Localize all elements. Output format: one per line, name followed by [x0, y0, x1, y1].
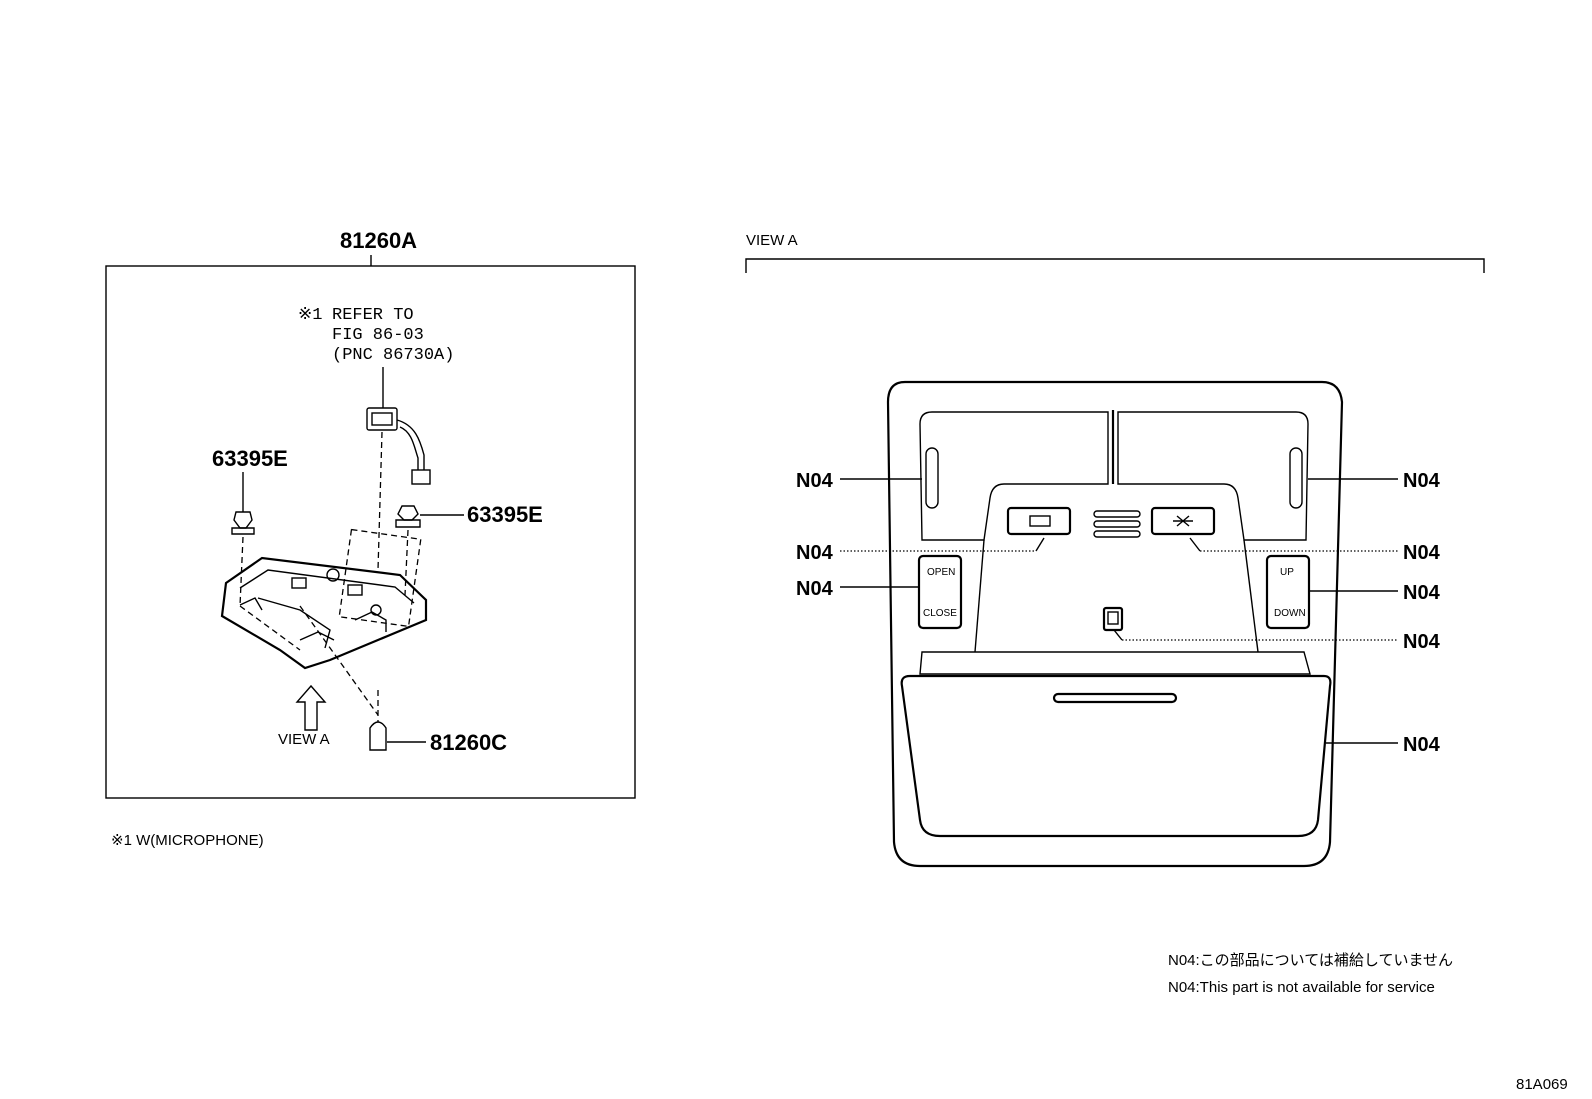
sunglasses-holder[interactable]	[900, 674, 1332, 838]
refer-line-2: FIG 86-03	[332, 326, 424, 345]
assembly-frame	[105, 265, 636, 799]
left-assembly-panel: 81260A ※1 REFER TO FIG 86-03 (PNC 86730A…	[105, 228, 636, 799]
lens-slot-left	[925, 447, 939, 509]
clip-label-right: 63395E	[467, 502, 543, 527]
lens-slot-right	[1289, 447, 1303, 509]
microphone-grille	[1093, 510, 1141, 538]
callout-n04-lens-left: N04	[796, 470, 834, 492]
note-english: N04:This part is not available for servi…	[1168, 979, 1435, 996]
lens-left	[919, 411, 1109, 541]
door-switch-button[interactable]	[1006, 506, 1072, 536]
open-label: OPEN	[927, 567, 955, 578]
footnote: ※1 W(MICROPHONE)	[111, 832, 264, 849]
holder-top-edge	[919, 651, 1311, 675]
small-switch[interactable]	[1102, 606, 1124, 632]
callout-n04-door-switch: N04	[796, 542, 834, 564]
callout-n04-small-switch: N04	[1403, 631, 1441, 653]
down-label: DOWN	[1274, 608, 1306, 619]
microphone-connector-drawing	[366, 367, 431, 571]
view-arrow-icon	[295, 684, 327, 731]
room-lamp-switch-button[interactable]	[1150, 506, 1216, 536]
console-outline	[886, 380, 1344, 868]
sunroof-tilt-up-down-switch[interactable]	[1265, 554, 1311, 630]
map-lamp-housing-drawing	[220, 528, 428, 716]
callout-n04-up-down: N04	[1403, 582, 1441, 604]
figure-code: 81A069	[1516, 1076, 1568, 1093]
view-a-label: VIEW A	[278, 731, 330, 748]
callout-n04-holder: N04	[1403, 734, 1441, 756]
up-label: UP	[1280, 567, 1294, 578]
close-label: CLOSE	[923, 608, 957, 619]
door-icon	[1029, 515, 1051, 527]
bulb-drawing	[369, 690, 426, 751]
refer-line-1: REFER TO	[332, 306, 414, 325]
sunroof-open-close-switch[interactable]	[917, 554, 963, 630]
holder-pull-grip	[1052, 692, 1178, 704]
view-a-panel: VIEW A OPEN CLOSE UP DOWN	[745, 232, 1485, 868]
clip-label-left: 63395E	[212, 446, 288, 471]
note-japanese: N04:この部品については補給していません	[1168, 952, 1453, 969]
refer-mark: ※1	[298, 306, 322, 325]
bulb-label: 81260C	[430, 730, 507, 755]
callout-n04-lamp-switch: N04	[1403, 542, 1441, 564]
clip-right-drawing	[395, 505, 464, 596]
view-a-bracket	[745, 258, 1485, 273]
refer-line-3: (PNC 86730A)	[332, 346, 454, 365]
assembly-label: 81260A	[340, 228, 417, 253]
callout-n04-lens-right: N04	[1403, 470, 1441, 492]
callout-leaders	[840, 478, 1398, 744]
view-a-title: VIEW A	[746, 232, 798, 249]
callout-n04-open-close: N04	[796, 578, 834, 600]
